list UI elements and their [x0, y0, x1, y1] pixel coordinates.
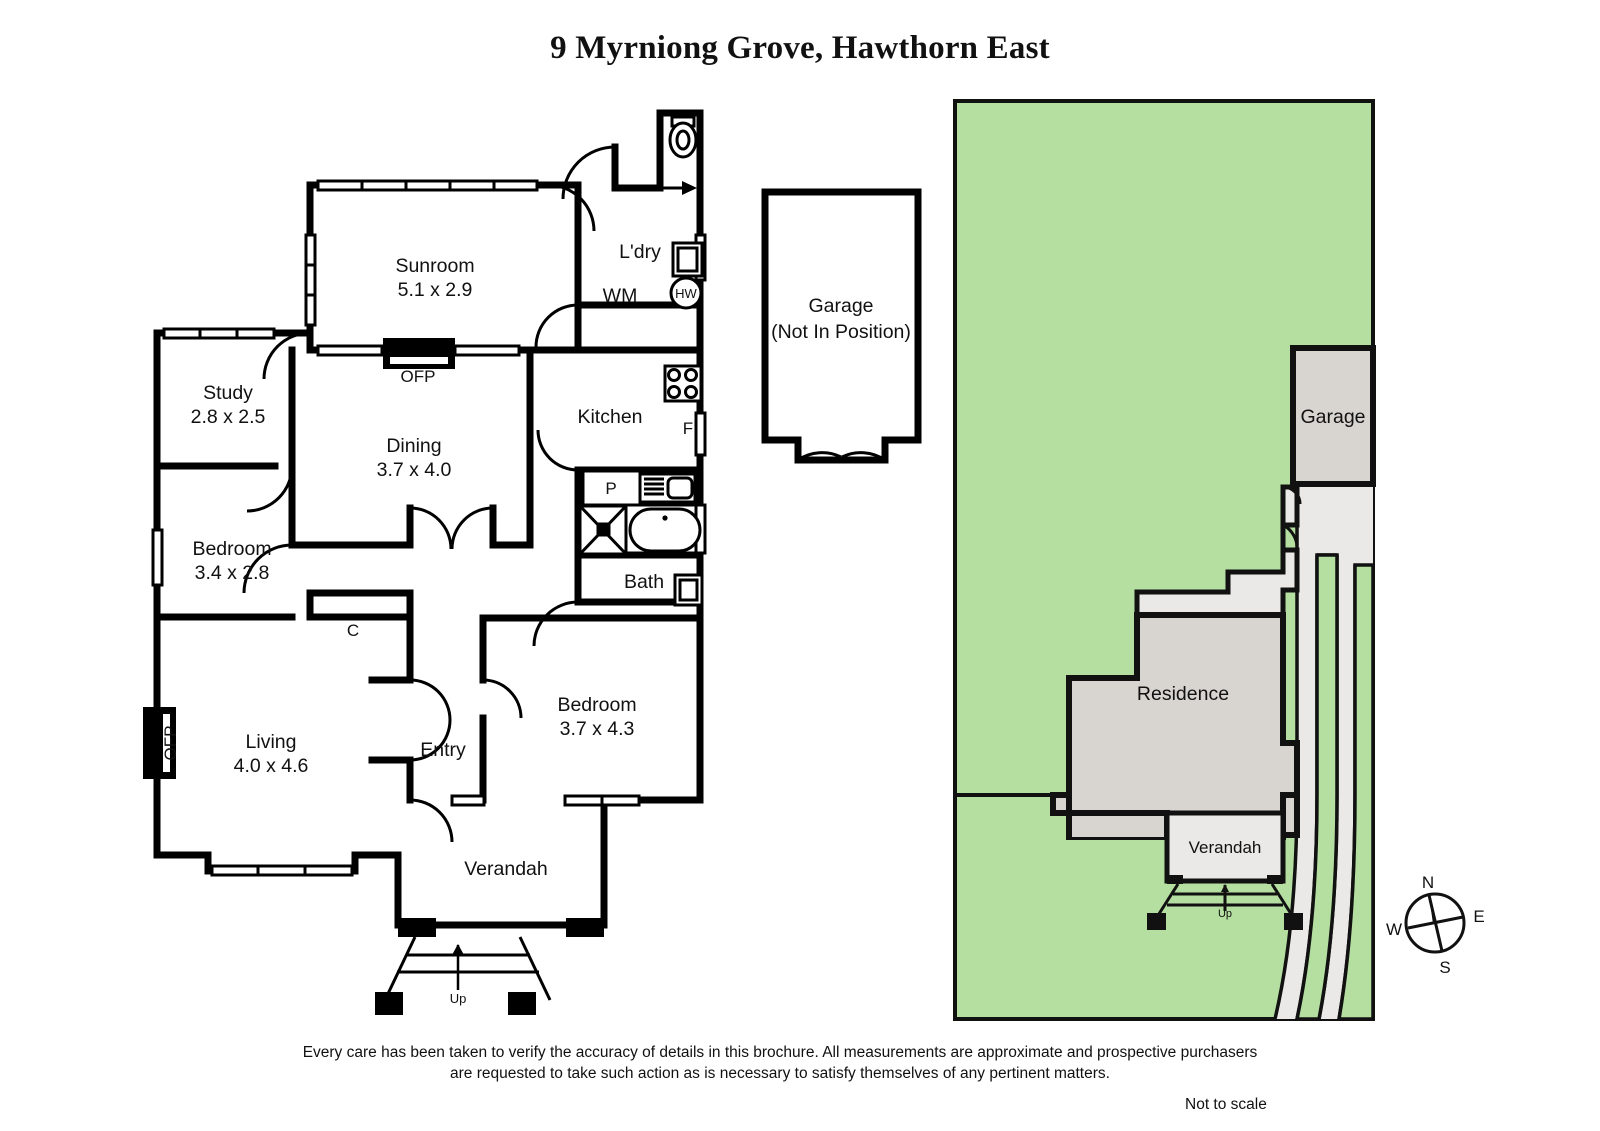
disclaimer-line-2: are requested to take such action as is … — [450, 1064, 1110, 1082]
label-ofp-living: OFP — [161, 726, 180, 761]
label-kitchen: Kitchen — [577, 406, 642, 428]
label-study: Study — [203, 382, 253, 404]
site-steps — [1147, 875, 1303, 930]
compass-north-needle — [1429, 895, 1437, 924]
kitchen-sink-bench — [581, 469, 700, 507]
label-bedroom-1-dims: 3.4 x 2.8 — [195, 562, 270, 584]
door-bath-p — [536, 429, 579, 472]
driveway — [1273, 485, 1375, 1021]
vanity-basin — [673, 573, 704, 607]
door-living-b — [409, 719, 452, 762]
label-site-garage: Garage — [1300, 406, 1365, 428]
floorplan-drawing: Sunroom 5.1 x 2.9 Study 2.8 x 2.5 Dining… — [143, 109, 922, 1015]
label-entry: Entry — [420, 739, 466, 761]
label-bedroom-2: Bedroom — [557, 694, 636, 716]
window-entry-door — [450, 794, 486, 807]
label-ofp-dining: OFP — [401, 367, 436, 386]
door-bath — [532, 600, 579, 647]
site-verandah — [1164, 810, 1286, 884]
compass-label-s: S — [1439, 958, 1450, 977]
disclaimer: Every care has been taken to verify the … — [0, 1043, 1560, 1085]
label-sunroom-dims: 5.1 x 2.9 — [398, 279, 473, 301]
door-dining-dbl-l — [409, 506, 453, 550]
compass-rose: N E S W — [1386, 873, 1485, 977]
disclaimer-line-1: Every care has been taken to verify the … — [302, 1044, 1258, 1061]
label-washing-machine: WM — [603, 285, 638, 307]
window-study-top — [162, 327, 276, 340]
sliding-door-arrow — [620, 181, 697, 195]
label-verandah: Verandah — [464, 858, 548, 880]
window-bed1-west — [151, 528, 164, 587]
window-dining-left — [316, 344, 384, 357]
window-living-bay — [210, 864, 354, 877]
label-bedroom-1: Bedroom — [192, 538, 271, 560]
site-door-arcs — [1282, 485, 1302, 551]
label-laundry: L'dry — [619, 241, 661, 263]
front-steps — [375, 918, 604, 1015]
laundry-trough — [671, 241, 704, 278]
window-sunroom-left — [304, 233, 317, 327]
door-sunroom-hall — [547, 183, 596, 232]
door-dining-dbl-r — [450, 506, 494, 550]
compass-label-w: W — [1386, 920, 1402, 939]
garage-door-arcs — [797, 451, 886, 462]
door-bed1-a — [246, 465, 294, 513]
label-site-residence: Residence — [1137, 683, 1229, 705]
shower-fixture — [578, 504, 628, 556]
label-stairs-up: Up — [450, 991, 467, 1006]
siteplan-drawing: Garage Residence Verandah Up N E S W — [953, 99, 1485, 1021]
not-to-scale-note: Not to scale — [1185, 1096, 1267, 1113]
label-garage-block: Garage — [808, 295, 873, 317]
label-hot-water: HW — [675, 286, 697, 301]
door-bed2 — [482, 678, 523, 719]
label-dining-dims: 3.7 x 4.0 — [377, 459, 452, 481]
hot-water-unit — [669, 276, 703, 310]
toilet-fixture — [668, 115, 698, 159]
page-title: 9 Myrniong Grove, Hawthorn East — [550, 30, 1050, 66]
door-study — [262, 331, 311, 380]
window-dining-right — [453, 344, 521, 357]
label-site-verandah: Verandah — [1189, 838, 1262, 857]
fireplace-living — [143, 707, 176, 779]
label-study-dims: 2.8 x 2.5 — [191, 406, 266, 428]
cooktop-fixture — [663, 364, 703, 403]
door-living-a — [409, 678, 452, 721]
label-living-dims: 4.0 x 4.6 — [234, 755, 309, 777]
site-garage — [1290, 345, 1376, 487]
fireplace-dining — [383, 338, 455, 369]
label-living: Living — [246, 731, 297, 753]
door-entry — [409, 798, 454, 843]
label-fridge: F — [683, 419, 693, 438]
door-bed1-b — [242, 543, 293, 594]
door-kitchen — [534, 303, 579, 348]
window-bed2-front — [563, 794, 641, 807]
label-dining: Dining — [386, 435, 441, 457]
compass-label-n: N — [1422, 873, 1434, 892]
label-pantry: P — [605, 479, 616, 498]
compass-label-e: E — [1473, 907, 1484, 926]
label-bath: Bath — [624, 571, 664, 593]
door-arcs — [242, 145, 616, 843]
label-closet: C — [347, 621, 359, 640]
label-sunroom: Sunroom — [395, 255, 474, 277]
window-sunroom-top — [316, 179, 539, 192]
label-site-stairs-up: Up — [1218, 908, 1232, 920]
label-bedroom-2-dims: 3.7 x 4.3 — [560, 718, 635, 740]
label-garage-block-note: (Not In Position) — [771, 321, 911, 343]
bathtub-fixture — [628, 507, 702, 553]
window-kitchen-east — [694, 411, 707, 457]
door-wc — [561, 145, 616, 200]
